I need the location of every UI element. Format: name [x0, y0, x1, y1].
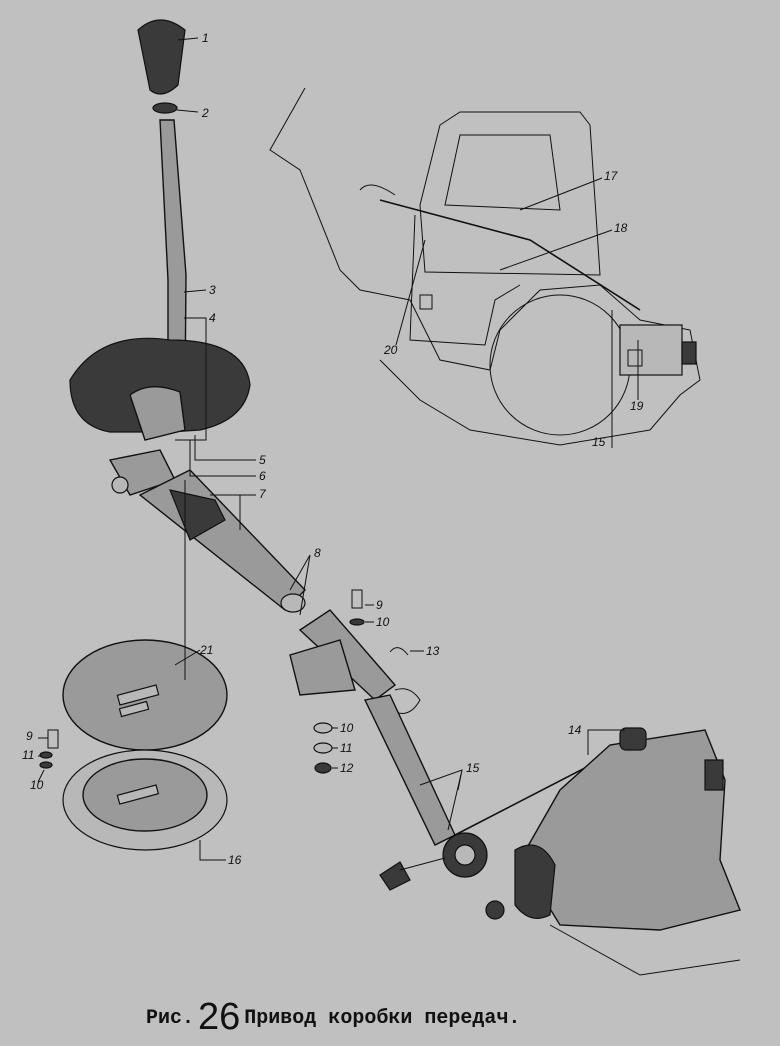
callout-19: 19 [630, 399, 644, 413]
callout-18: 18 [614, 221, 628, 235]
callout-4: 4 [209, 311, 216, 325]
callout-6: 6 [259, 469, 266, 483]
callout-10: 10 [340, 721, 354, 735]
callout-11: 11 [340, 741, 352, 755]
callout-20: 20 [383, 343, 398, 357]
figure-prefix: Рис. [146, 1007, 195, 1030]
callout-9: 9 [26, 729, 33, 743]
callout-15: 15 [466, 761, 480, 775]
figure-title: Привод коробки передач. [244, 1007, 521, 1030]
callout-9: 9 [376, 598, 383, 612]
callout-21: 21 [199, 643, 213, 657]
callout-17: 17 [604, 169, 619, 183]
callout-1: 1 [202, 31, 209, 45]
callout-15: 15 [592, 435, 606, 449]
callout-8: 8 [314, 546, 321, 560]
callout-11: 11 [22, 748, 34, 762]
callout-10: 10 [30, 778, 44, 792]
leader-lines [37, 37, 639, 861]
callout-3: 3 [209, 283, 216, 297]
floor-plates [39, 589, 409, 851]
callout-10: 10 [376, 615, 390, 629]
callout-7: 7 [259, 487, 267, 501]
callout-labels: 1 2 3 4 5 6 7 8 9 10 13 10 11 12 14 15 2… [22, 31, 644, 867]
shift-lever-assembly [69, 19, 251, 496]
cab-inset-illustration [269, 87, 701, 446]
callout-16: 16 [228, 853, 242, 867]
gearbox-housing [514, 727, 741, 976]
callout-12: 12 [340, 761, 354, 775]
callout-14: 14 [568, 723, 582, 737]
figure-number: 26 [198, 996, 241, 1038]
shift-shafts [138, 469, 641, 920]
callout-2: 2 [201, 106, 209, 120]
callout-5: 5 [259, 453, 266, 467]
callout-13: 13 [426, 644, 440, 658]
